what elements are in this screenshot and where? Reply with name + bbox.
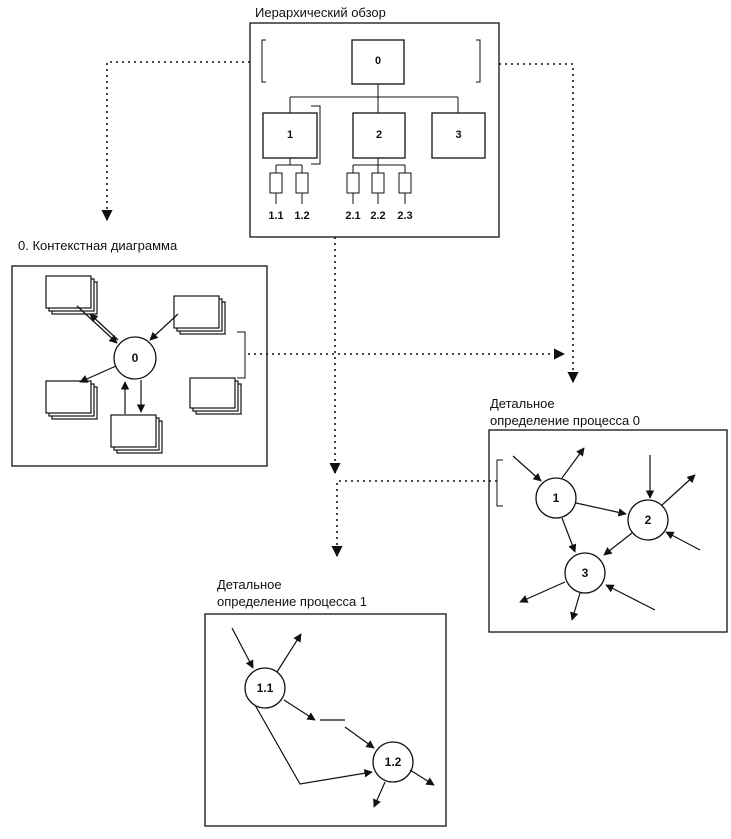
flow-arrow: [570, 592, 581, 621]
hierarchy-box-1-2: [295, 172, 309, 194]
detail1-title-line1: Детальное: [217, 577, 282, 592]
hierarchy-root-label: 0: [374, 55, 382, 67]
detail1-frame: [204, 613, 447, 827]
detail0-frame: [488, 429, 728, 633]
hierarchy-label-2: 2: [375, 129, 383, 141]
flow-arrow: [512, 455, 542, 482]
hierarchy-bracket-right: [476, 39, 481, 83]
hierarchy-label-3: 3: [455, 129, 462, 141]
external-entity: [173, 295, 226, 335]
flow-arrow: [373, 781, 386, 808]
detail1-panel: [204, 613, 447, 827]
flow-arrow: [76, 305, 118, 344]
hierarchy-box-3: [431, 112, 486, 159]
dotted-arrow-to-detail1: [331, 480, 497, 558]
context-bracket: [237, 331, 246, 379]
flow-arrow: [276, 633, 302, 673]
hierarchy-label-1: 1: [286, 129, 294, 141]
detail1-title-line2: определение процесса 1: [217, 594, 368, 609]
hierarchy-label-1-2: 1.2: [294, 210, 310, 222]
detail1-node-1-1: [244, 667, 286, 709]
external-entity: [45, 380, 98, 420]
flow-arrow: [79, 365, 117, 383]
context-node-label: 0: [131, 351, 139, 365]
flow-arrow: [575, 502, 627, 517]
detail0-node-2: [627, 499, 669, 541]
flow-arrow: [665, 531, 701, 551]
detail0-title-line2: определение процесса 0: [490, 413, 641, 428]
flow-arrow: [89, 313, 119, 341]
detail0-node-label-3: 3: [581, 566, 589, 580]
hierarchy-bracket-box1: [311, 105, 321, 165]
hierarchy-root-box: [351, 39, 405, 85]
dotted-links: [101, 61, 579, 558]
detail1-node-1-2: [372, 741, 414, 783]
hierarchy-box-1: [262, 112, 318, 159]
context-process-node: [113, 336, 157, 380]
hierarchy-label-1-1: 1.1: [268, 210, 284, 222]
detail0-title-line1: Детальное: [490, 396, 555, 411]
hierarchy-box-2: [352, 112, 406, 159]
external-entity: [45, 275, 98, 315]
detail1-node-label-1-1: 1.1: [256, 681, 274, 695]
detail0-panel: [488, 429, 728, 633]
hierarchy-box-1-1: [269, 172, 283, 194]
flow-arrow: [561, 447, 585, 479]
detail0-node-3: [564, 552, 606, 594]
flow-arrow: [519, 581, 566, 603]
hierarchy-label-2-3: 2.3: [397, 210, 413, 222]
flow-arrow: [603, 532, 633, 556]
external-entity: [110, 414, 163, 454]
hierarchy-bracket-left: [261, 39, 266, 83]
hierarchy-panel: [249, 22, 500, 238]
flow-arrow: [344, 726, 375, 749]
flow-arrow: [661, 474, 696, 506]
flow-arrow: [561, 517, 577, 553]
hierarchy-title: Иерархический обзор: [255, 5, 386, 20]
flow-arrow: [409, 769, 435, 786]
flow-arrow: [283, 699, 316, 721]
context-title: 0. Контекстная диаграмма: [18, 238, 178, 253]
hierarchy-box-2-2: [371, 172, 385, 194]
context-frame: [11, 265, 268, 467]
dotted-arrow-to-detail0: [499, 63, 579, 384]
context-panel: [11, 265, 268, 467]
detail1-node-label-1-2: 1.2: [384, 755, 402, 769]
hierarchy-frame: [249, 22, 500, 238]
external-entity: [189, 377, 242, 415]
flow-arrow: [231, 627, 254, 669]
detail0-node-1: [535, 477, 577, 519]
hierarchy-box-2-3: [398, 172, 412, 194]
detail0-node-label-2: 2: [644, 513, 652, 527]
hierarchy-label-2-1: 2.1: [345, 210, 361, 222]
flow-arrow: [149, 313, 179, 341]
detail0-node-label-1: 1: [552, 491, 560, 505]
dotted-arrow-to-context: [101, 61, 250, 222]
hierarchy-box-2-1: [346, 172, 360, 194]
flow-arrow: [254, 704, 373, 785]
flow-arrow: [605, 584, 656, 611]
hierarchy-label-2-2: 2.2: [370, 210, 386, 222]
detail0-bracket: [496, 459, 503, 507]
